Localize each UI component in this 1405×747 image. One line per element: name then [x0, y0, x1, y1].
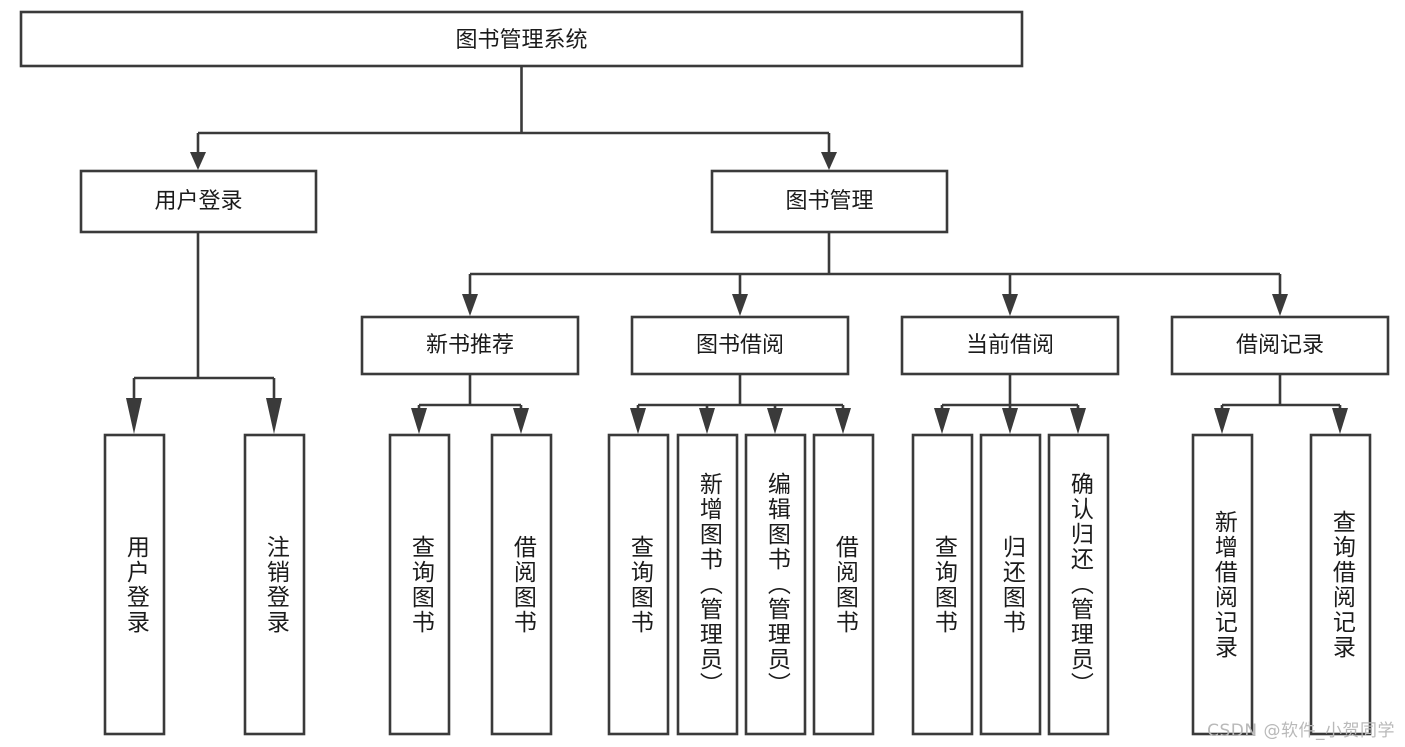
leaf-box-add-borrow-record[interactable]	[1191, 433, 1254, 736]
csdn-watermark: CSDN @软件_小贺同学	[1207, 721, 1395, 741]
leaf-box-query-book-2[interactable]	[607, 433, 670, 736]
node-book-borrow[interactable]: 图书借阅	[630, 315, 850, 376]
node-user-login-label: 用户登录	[154, 189, 242, 214]
node-current-borrow-label: 当前借阅	[966, 333, 1054, 358]
leaf-box-logout[interactable]	[243, 433, 306, 736]
arrow-head-book-borrow-leaf-4	[835, 408, 851, 434]
node-borrow-record[interactable]: 借阅记录	[1170, 315, 1390, 376]
leaf-box-borrow-book-1[interactable]	[490, 433, 553, 736]
arrow-head-leaf-logout	[266, 398, 282, 434]
node-user-login-box[interactable]	[79, 169, 318, 234]
arrow-head-current-borrow-leaf-1	[934, 408, 950, 434]
arrow-head-book-borrow-leaf-2	[699, 408, 715, 434]
arrow-head-book-manage	[821, 152, 837, 170]
node-borrow-record-box[interactable]	[1170, 315, 1390, 376]
leaf-box-query-book-1[interactable]	[388, 433, 451, 736]
arrow-head-user-login	[190, 152, 206, 170]
arrow-head-borrow-record-leaf-1	[1214, 408, 1230, 434]
node-book-manage-box[interactable]	[710, 169, 949, 234]
arrow-head-borrow-record-leaf-2	[1332, 408, 1348, 434]
node-root-system[interactable]: 图书管理系统	[19, 10, 1024, 68]
arrow-head-new-book-recommend	[462, 294, 478, 316]
arrow-head-book-borrow-leaf-3	[767, 408, 783, 434]
leaf-box-layer	[103, 433, 1372, 736]
leaf-box-query-borrow-record[interactable]	[1309, 433, 1372, 736]
arrow-head-new-book-leaf-1	[411, 408, 427, 434]
leaf-box-borrow-book-2[interactable]	[812, 433, 875, 736]
arrow-head-book-borrow	[732, 294, 748, 316]
leaf-box-edit-book-admin[interactable]	[744, 433, 807, 736]
node-current-borrow-box[interactable]	[900, 315, 1120, 376]
leaf-box-add-book-admin[interactable]	[676, 433, 739, 736]
node-root-system-label: 图书管理系统	[455, 28, 587, 53]
arrow-head-book-borrow-leaf-1	[630, 408, 646, 434]
node-new-book-recommend[interactable]: 新书推荐	[360, 315, 580, 376]
node-new-book-recommend-label: 新书推荐	[426, 333, 514, 358]
arrow-head-leaf-user-login	[126, 398, 142, 434]
leaf-box-return-book[interactable]	[979, 433, 1042, 736]
node-book-borrow-label: 图书借阅	[696, 333, 784, 358]
leaf-box-user-login[interactable]	[103, 433, 166, 736]
node-book-borrow-box[interactable]	[630, 315, 850, 376]
node-current-borrow[interactable]: 当前借阅	[900, 315, 1120, 376]
leaf-box-query-book-3[interactable]	[911, 433, 974, 736]
connector-layer	[126, 67, 1348, 434]
node-new-book-recommend-box[interactable]	[360, 315, 580, 376]
node-book-manage[interactable]: 图书管理	[710, 169, 949, 234]
node-borrow-record-label: 借阅记录	[1236, 333, 1324, 358]
node-book-manage-label: 图书管理	[785, 189, 873, 214]
arrow-head-current-borrow	[1002, 294, 1018, 316]
arrow-head-current-borrow-leaf-2	[1002, 408, 1018, 434]
leaf-box-confirm-return-admin[interactable]	[1047, 433, 1110, 736]
node-root-system-box[interactable]	[19, 10, 1024, 68]
node-user-login[interactable]: 用户登录	[79, 169, 318, 234]
arrow-head-new-book-leaf-2	[513, 408, 529, 434]
arrow-head-current-borrow-leaf-3	[1070, 408, 1086, 434]
arrow-head-borrow-record	[1272, 294, 1288, 316]
